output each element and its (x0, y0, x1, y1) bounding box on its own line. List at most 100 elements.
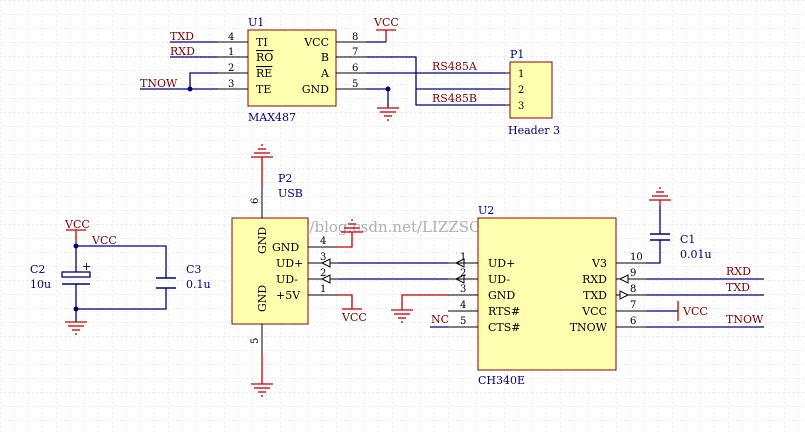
u2-pin3-num: 3 (460, 284, 466, 295)
u1-pin5-num: 5 (352, 79, 358, 90)
u1-pin-te: TE (256, 83, 271, 96)
u1-pin6-num: 6 (352, 63, 358, 74)
u2-part: CH340E (478, 374, 525, 387)
p2-pin-gnd: GND (272, 241, 299, 254)
u1-pin-gnd: GND (302, 83, 329, 96)
c2-capacitor[interactable]: + C2 10u (30, 260, 91, 291)
p2-vcc-label: VCC (341, 311, 367, 324)
p1-pin2: 2 (518, 85, 524, 96)
net-label-nc: NC (431, 313, 449, 326)
junction-gnd-caps (73, 306, 79, 312)
u2-pin-vcc: VCC (581, 305, 607, 318)
u1-pin1-num: 1 (228, 47, 234, 58)
u2-pin6-num: 6 (630, 316, 636, 327)
u2-pin-udm: UD- (488, 273, 510, 286)
c3-value: 0.1u (186, 278, 211, 291)
u2-pin-tnow: TNOW (570, 321, 608, 334)
u2-pin2-num: 2 (460, 268, 466, 279)
p2-pin-5v: +5V (276, 289, 301, 302)
u1-pin8-num: 8 (352, 32, 358, 43)
u2-pin8-num: 8 (630, 284, 636, 295)
c1-value: 0.01u (680, 248, 712, 261)
u2-vcc-label: VCC (682, 305, 708, 318)
u1-designator: U1 (248, 16, 264, 29)
c2-plus-sign: + (82, 260, 91, 273)
u1-pin-ti: TI (256, 36, 268, 49)
p1-part: Header 3 (508, 124, 560, 137)
u2-pin10-num: 10 (630, 252, 643, 263)
u2-pin9-num: 9 (630, 268, 636, 279)
u1-pin7-num: 7 (352, 47, 358, 58)
c3-capacitor[interactable]: C3 0.1u (156, 263, 211, 291)
p2-pin-udp: UD+ (276, 257, 303, 270)
c1-capacitor[interactable]: C1 0.01u (650, 206, 712, 261)
p2-pin4-num: 4 (320, 236, 326, 247)
junction-u1-gnd (385, 86, 391, 92)
p2-pin3-num: 3 (320, 252, 326, 263)
u1-max487[interactable]: U1 MAX487 4 1 2 3 TI RO RE TE 8 7 6 5 VC… (218, 16, 366, 124)
u1-pin-vcc: VCC (303, 36, 329, 49)
p2-designator: P2 (278, 172, 292, 185)
net-label-rxd-u1: RXD (170, 45, 195, 58)
watermark: http://blog.csdn.net/LIZZSOLDIER (268, 218, 532, 236)
u2-gnd-symbol (391, 294, 448, 323)
c1-gnd-symbol (649, 187, 671, 206)
u1-pin-b: B (321, 51, 329, 64)
u1-vcc-label: VCC (373, 16, 399, 29)
u2-pin-cts: CTS# (488, 321, 521, 334)
net-label-txd-u1: TXD (170, 30, 194, 43)
u2-pin4-num: 4 (460, 300, 466, 311)
p2-pin6-num: 6 (250, 198, 261, 204)
u2-pin-rts: RTS# (488, 305, 520, 318)
p1-pin3: 3 (518, 101, 524, 112)
junction-vcc-caps (73, 243, 79, 249)
p2-gnd-bottom-symbol (251, 354, 273, 397)
p2-gnd-top-label: GND (256, 227, 269, 254)
u2-pin7-num: 7 (630, 300, 636, 311)
u2-pin-txd: TXD (583, 289, 607, 302)
u1-part: MAX487 (248, 111, 296, 124)
p2-gnd-top-symbol (251, 144, 273, 188)
u2-right-wires (646, 246, 764, 328)
u2-pin-udp: UD+ (488, 257, 515, 270)
net-label-tnow-u2: TNOW (726, 313, 764, 326)
usb-data-wires (338, 262, 448, 280)
net-label-txd-u2: TXD (726, 281, 750, 294)
p1-pin1: 1 (518, 69, 524, 80)
u2-right-arrows (618, 274, 630, 300)
u2-pin1-num: 1 (460, 252, 466, 263)
u1-pin3-num: 3 (228, 79, 234, 90)
c3-designator: C3 (186, 263, 201, 276)
u1-vcc-power (376, 29, 396, 42)
p2-part: USB (278, 187, 303, 200)
u1-pin-ro: RO (256, 51, 273, 64)
junction-re-te (187, 86, 193, 92)
net-label-rs485b: RS485B (432, 92, 477, 105)
p2-pin2-num: 2 (320, 268, 326, 279)
vcc-left-label: VCC (64, 218, 90, 231)
net-label-tnow-u1: TNOW (140, 77, 178, 90)
c1-designator: C1 (680, 233, 695, 246)
u2-designator: U2 (478, 204, 494, 217)
u2-pin-rxd: RXD (582, 273, 607, 286)
vcc-left-label-2: VCC (91, 234, 117, 247)
p2-5v-vcc (338, 294, 362, 310)
u1-wires (140, 41, 505, 108)
c2-value: 10u (30, 278, 51, 291)
u2-pin5-num: 5 (460, 316, 466, 327)
p2-pin1-num: 1 (320, 284, 326, 295)
vcc-left-power (66, 229, 86, 246)
u2-pin-gnd: GND (488, 289, 515, 302)
p1-header3[interactable]: P1 1 2 3 Header 3 (505, 48, 560, 137)
p2-usb[interactable]: P2 USB GND GND GND UD+ UD- +5V 6 5 4 3 2… (231, 172, 338, 354)
p2-pin5-num: 5 (250, 338, 261, 344)
u1-pin2-num: 2 (228, 63, 234, 74)
c2-designator: C2 (30, 263, 45, 276)
p1-designator: P1 (510, 48, 524, 61)
u2-ch340e[interactable]: U2 CH340E 1 2 3 4 5 UD+ UD- GND RTS# CTS… (448, 204, 646, 387)
p2-gnd-bottom-label: GND (256, 285, 269, 312)
net-label-rs485a: RS485A (432, 60, 478, 73)
u1-pin4-num: 4 (228, 32, 234, 43)
